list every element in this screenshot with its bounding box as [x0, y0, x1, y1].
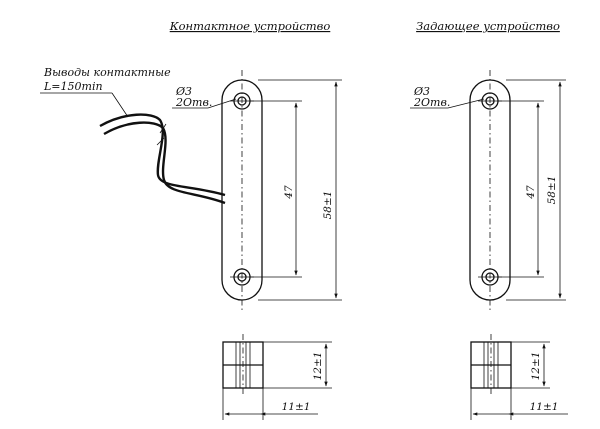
contact-cross-section — [222, 334, 264, 396]
contact-device-title: Контактное устройство — [169, 19, 331, 33]
contact-device-view: Контактное устройство Выводы контактные … — [40, 19, 342, 420]
setting-device-title: Задающее устройство — [416, 19, 560, 33]
setting-device-view: Задающее устройство Ø3 2Oтв. 47 58±1 — [410, 19, 568, 420]
contact-section-height-label: 12±1 — [312, 352, 324, 381]
setting-section-height-label: 12±1 — [530, 352, 542, 381]
contact-section-width-label: 11±1 — [282, 401, 311, 413]
lead-label-line1: Выводы контактные — [43, 66, 171, 79]
setting-cross-section — [470, 334, 512, 396]
contact-length-label: 58±1 — [322, 191, 334, 220]
setting-length-label: 58±1 — [546, 176, 558, 205]
lead-wires — [99, 113, 226, 205]
lead-label-line2: L=150min — [43, 80, 103, 93]
setting-hole-diameter: Ø3 — [413, 85, 430, 98]
contact-hole-count: 2Oтв. — [175, 96, 212, 109]
setting-hole-spacing-label: 47 — [525, 185, 537, 200]
contact-hole-spacing-label: 47 — [283, 185, 295, 200]
setting-section-width-label: 11±1 — [530, 401, 559, 413]
contact-hole-diameter: Ø3 — [175, 85, 192, 98]
setting-hole-count: 2Oтв. — [413, 96, 450, 109]
